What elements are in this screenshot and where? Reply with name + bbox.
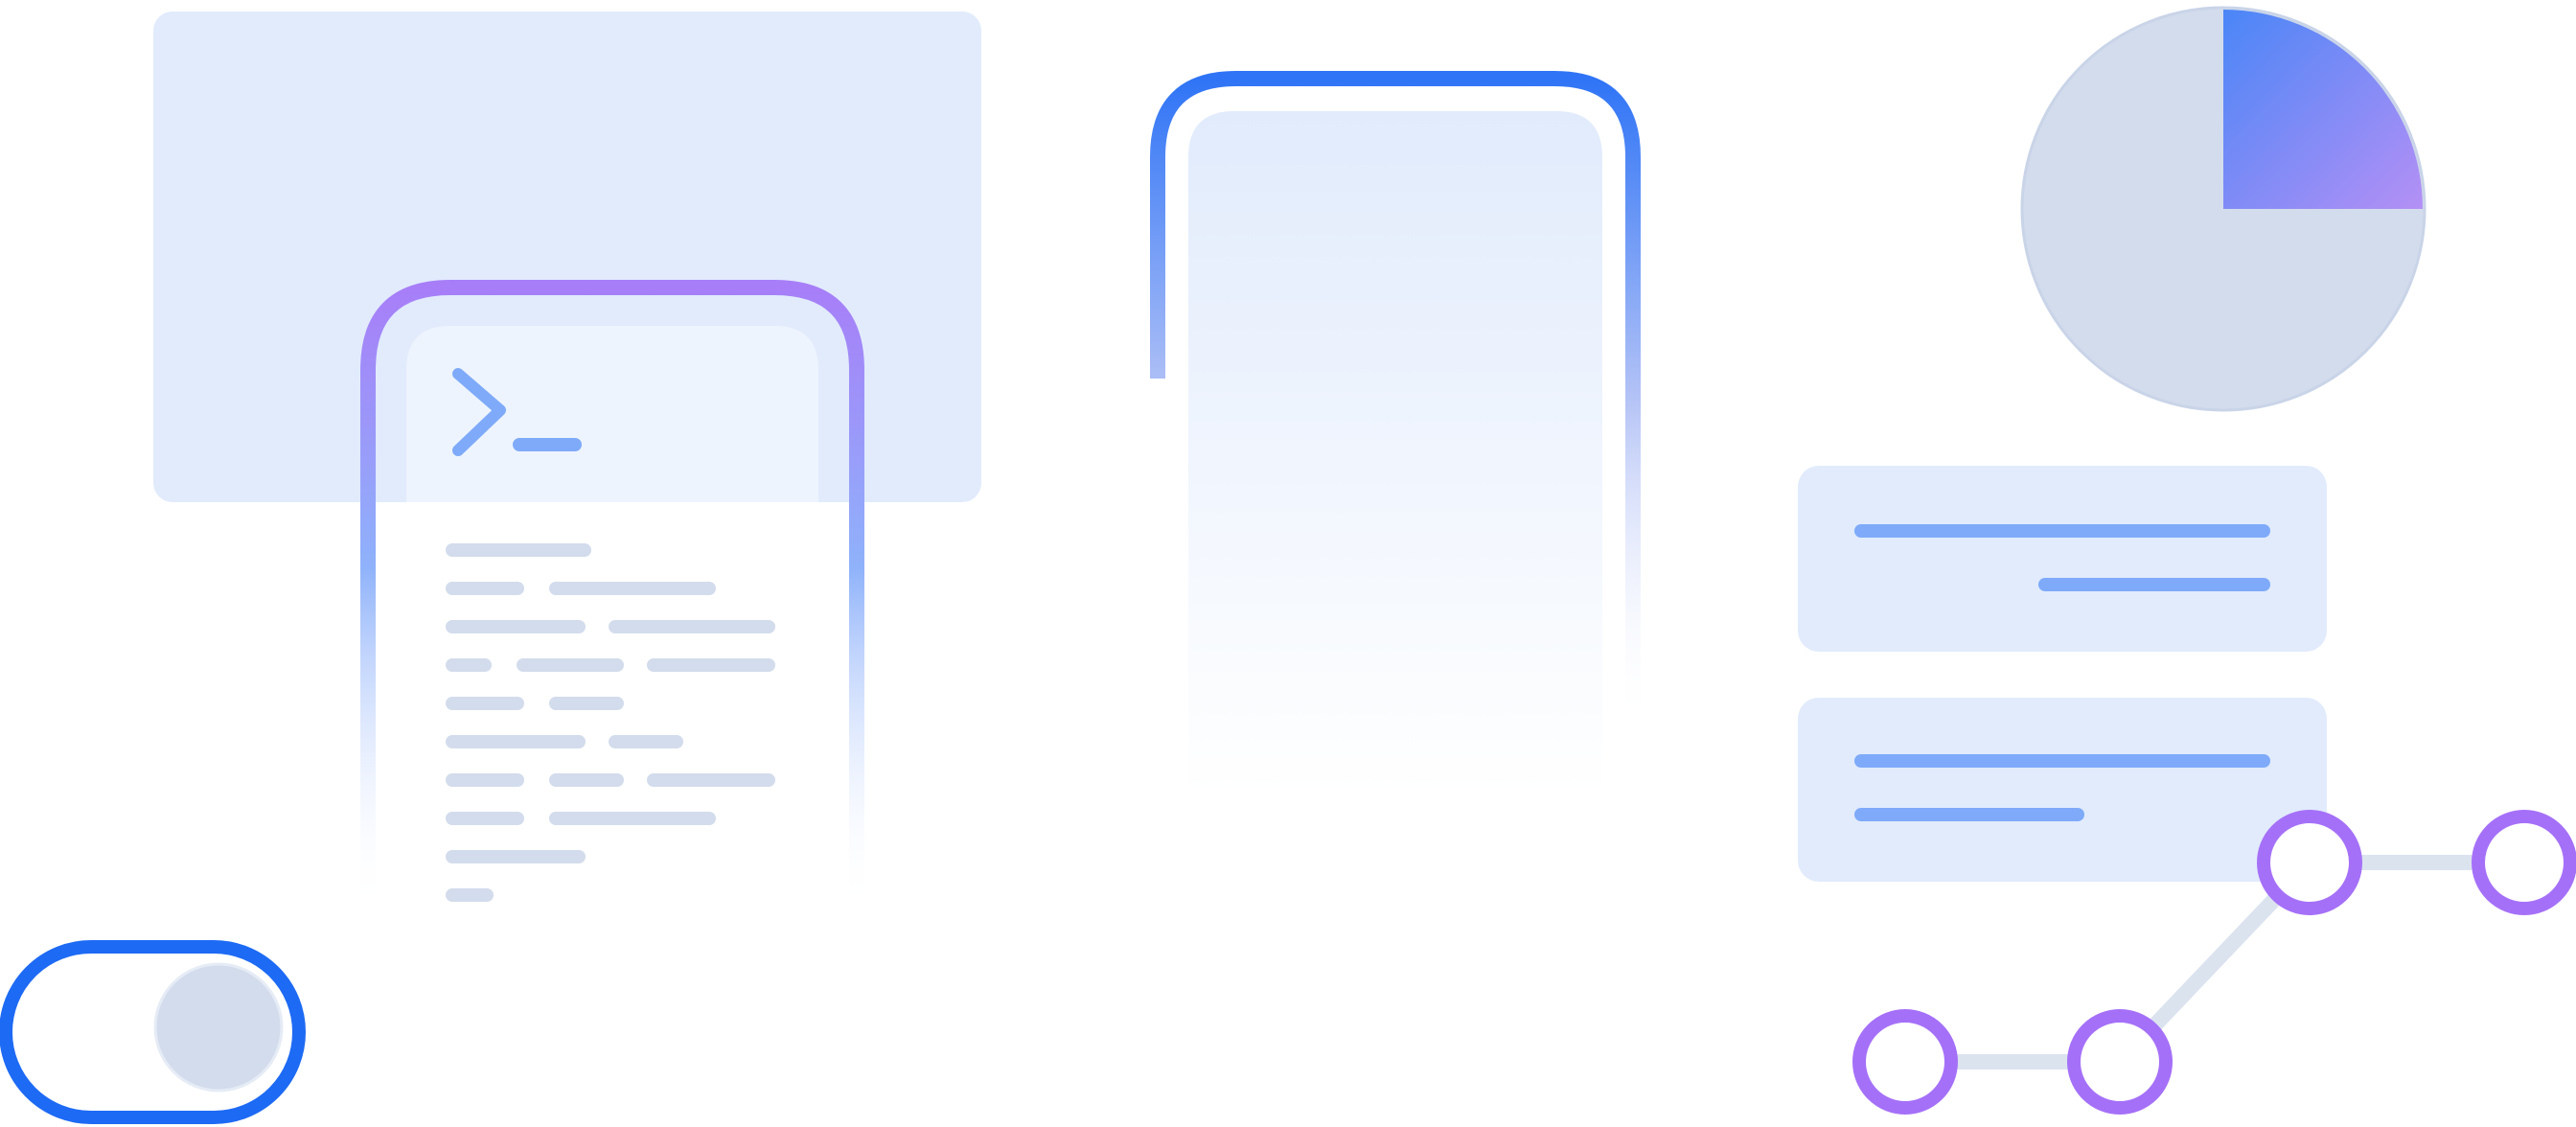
- phone-frame-icon: [1150, 71, 1641, 795]
- network-graph-icon: [1852, 810, 2576, 1115]
- terminal-icon: [360, 280, 864, 924]
- phone-frame-outline: [1150, 71, 1641, 728]
- terminal-window-frame: [360, 280, 864, 910]
- network-node: [2257, 810, 2362, 915]
- toggle-knob: [153, 962, 284, 1092]
- pie-chart-icon: [2020, 6, 2426, 412]
- network-edges: [1905, 855, 2524, 1070]
- network-node: [1852, 1009, 1958, 1115]
- pie-chart-highlight-slice: [2223, 10, 2423, 209]
- network-node: [2472, 810, 2576, 915]
- terminal-prompt-chevron: [452, 368, 506, 456]
- network-nodes: [1852, 810, 2576, 1115]
- network-node: [2067, 1009, 2173, 1115]
- terminal-window-body: [376, 502, 849, 924]
- text-card-top: [1798, 466, 2327, 652]
- phone-screen: [1188, 111, 1602, 795]
- terminal-code-lines: [446, 543, 775, 902]
- toggle-switch-icon: [0, 940, 306, 1124]
- text-card-icon: [1798, 466, 2327, 882]
- terminal-window-inner: [406, 326, 818, 502]
- text-card-bottom: [1798, 698, 2327, 882]
